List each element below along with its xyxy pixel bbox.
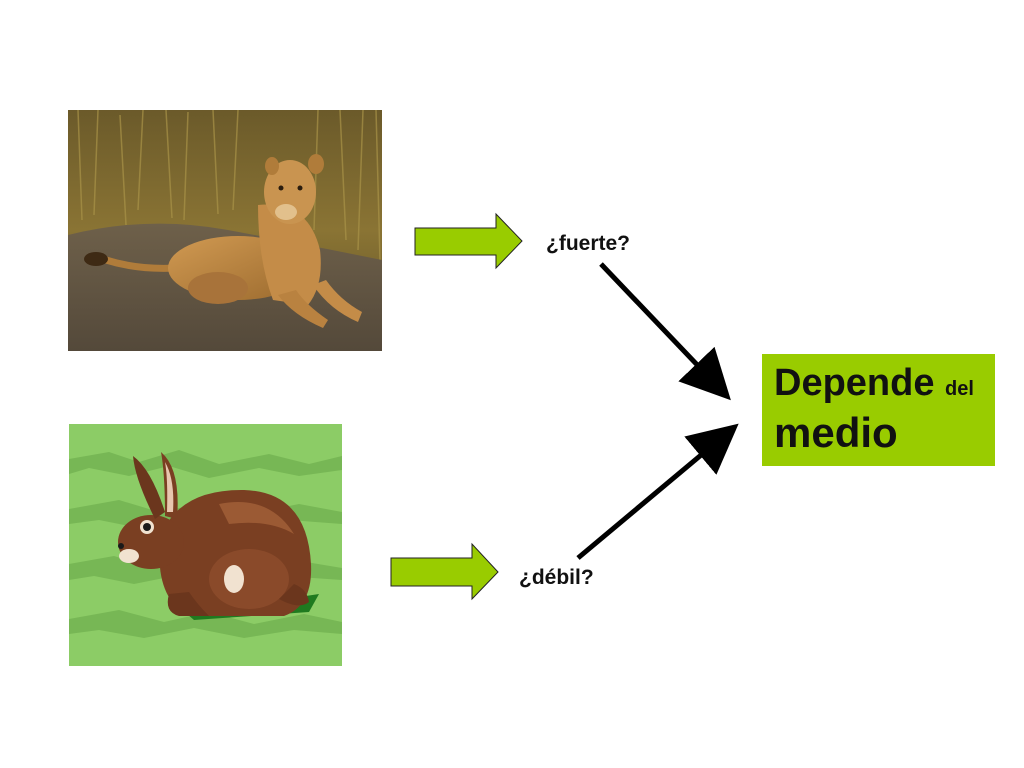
answer-word-medio: medio [774,409,898,456]
connector-fuerte-to-answer [599,262,731,401]
label-fuerte: ¿fuerte? [546,232,630,255]
answer-line-1: Depende del [774,362,985,410]
answer-word-del: del [945,378,974,400]
connector-debil-to-answer [576,423,739,560]
green-arrow-to-fuerte [414,212,523,270]
rabbit-clipart [69,424,342,666]
answer-box: Depende del medio [762,354,995,466]
green-arrow-to-debil [390,542,499,601]
lion-photo [68,110,382,351]
label-debil: ¿débil? [519,566,594,589]
answer-word-depende: Depende [774,362,935,404]
